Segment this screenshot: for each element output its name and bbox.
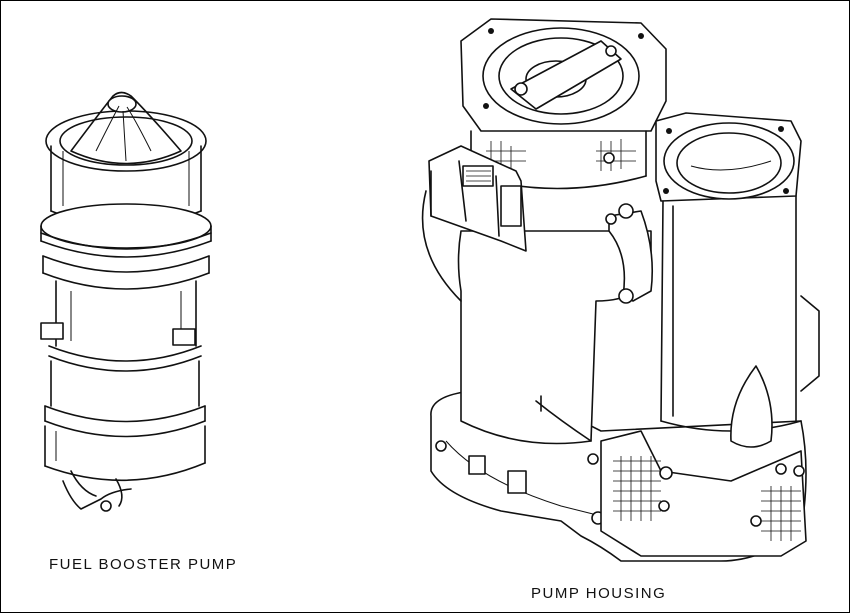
pump-housing-caption: PUMP HOUSING: [531, 585, 667, 602]
pump-housing-drawing: [421, 18, 820, 562]
fuel-booster-pump-caption: FUEL BOOSTER PUMP: [49, 556, 238, 573]
fuel-booster-pump-drawing: [40, 91, 212, 512]
